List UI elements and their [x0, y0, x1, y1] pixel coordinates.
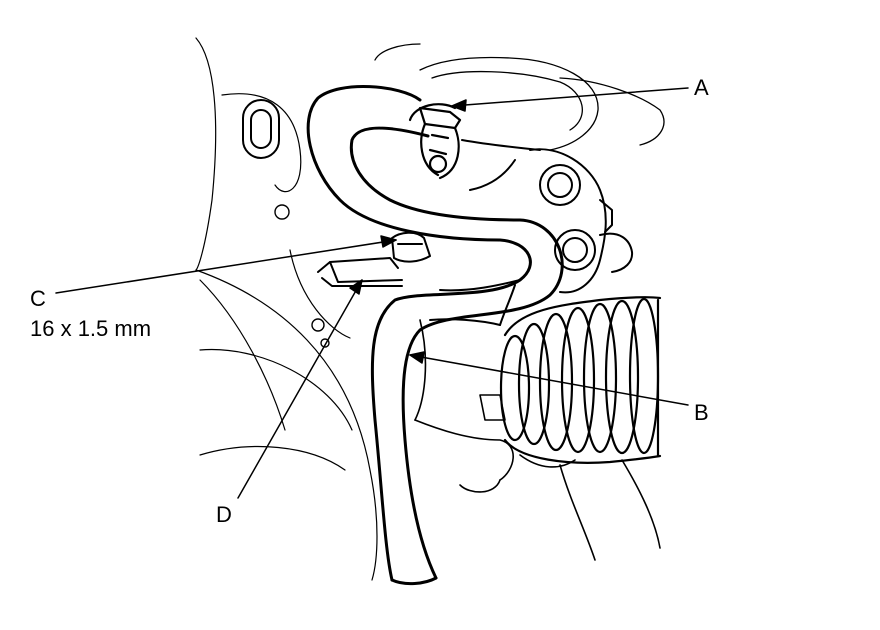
callout-c: C: [30, 286, 46, 311]
leader-line-c: [55, 235, 397, 294]
mounting-bracket: [317, 231, 431, 287]
callout-c-bolt-size: 16 x 1.5 mm: [30, 316, 152, 341]
lower-gear-housing: [414, 319, 661, 561]
body-panel-outline: [195, 37, 378, 581]
hose-clamp: [408, 103, 462, 180]
callout-b: B: [694, 400, 709, 425]
steering-rack-boot: [499, 296, 662, 464]
return-hose: [306, 84, 564, 586]
reservoir-outline: [374, 43, 665, 151]
leader-line-b: [409, 351, 689, 406]
leader-line-d: [237, 279, 363, 499]
callout-d: D: [216, 502, 232, 527]
panel-holes: [274, 204, 330, 348]
panel-slot: [242, 99, 280, 159]
steering-gear-housing: [429, 139, 634, 326]
callout-a: A: [694, 75, 709, 100]
leader-line-a: [451, 87, 689, 112]
